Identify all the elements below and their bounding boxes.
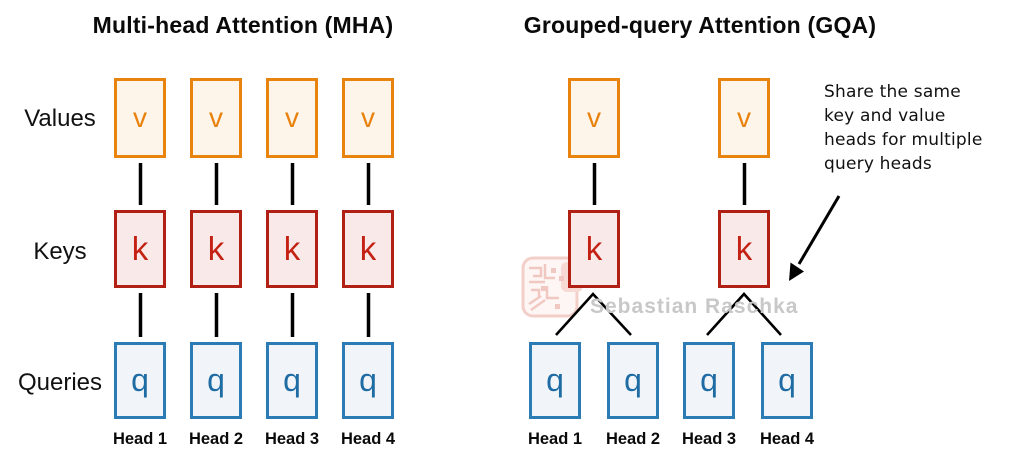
- mha-value-box-2: v: [190, 78, 242, 158]
- gqa-kq-fork-1: [555, 292, 632, 336]
- mha-value-box-1: v: [114, 78, 166, 158]
- gqa-head-label-4: Head 4: [759, 430, 815, 448]
- gqa-annotation-line: key and value: [824, 106, 946, 126]
- gqa-query-box-4: q: [761, 342, 813, 419]
- mha-query-box-2: q: [190, 342, 242, 419]
- mha-title: Multi-head Attention (MHA): [92, 12, 394, 38]
- mha-key-box-2: k: [190, 210, 242, 288]
- row-label-queries: Queries: [17, 369, 103, 396]
- mha-head-label-4: Head 4: [340, 430, 396, 448]
- gqa-kq-fork-2: [706, 292, 782, 336]
- gqa-value-box-2: v: [718, 78, 770, 158]
- gqa-key-box-1: k: [568, 210, 620, 288]
- gqa-head-label-3: Head 3: [681, 430, 737, 448]
- annotation-arrow: [789, 195, 841, 281]
- mha-query-box-3: q: [266, 342, 318, 419]
- gqa-annotation: Share the same key and value heads for m…: [824, 80, 1014, 176]
- author-watermark: Sebastian Raschka: [590, 295, 799, 318]
- gqa-title: Grouped-query Attention (GQA): [523, 12, 877, 38]
- mha-key-box-3: k: [266, 210, 318, 288]
- gqa-annotation-line: Share the same: [824, 82, 961, 102]
- row-label-keys: Keys: [33, 238, 87, 265]
- mha-head-label-3: Head 3: [264, 430, 320, 448]
- gqa-key-box-2: k: [718, 210, 770, 288]
- gqa-query-box-2: q: [607, 342, 659, 419]
- gqa-value-box-1: v: [568, 78, 620, 158]
- mha-key-box-4: k: [342, 210, 394, 288]
- row-label-values: Values: [24, 105, 96, 132]
- gqa-annotation-line: query heads: [824, 154, 932, 174]
- mha-head-label-2: Head 2: [188, 430, 244, 448]
- mha-query-box-1: q: [114, 342, 166, 419]
- mha-value-box-3: v: [266, 78, 318, 158]
- mha-query-box-4: q: [342, 342, 394, 419]
- gqa-annotation-line: heads for multiple: [824, 130, 983, 150]
- mha-head-label-1: Head 1: [112, 430, 168, 448]
- mha-value-box-4: v: [342, 78, 394, 158]
- mha-key-box-1: k: [114, 210, 166, 288]
- gqa-head-label-2: Head 2: [605, 430, 661, 448]
- gqa-head-label-1: Head 1: [527, 430, 583, 448]
- gqa-query-box-3: q: [683, 342, 735, 419]
- gqa-query-box-1: q: [529, 342, 581, 419]
